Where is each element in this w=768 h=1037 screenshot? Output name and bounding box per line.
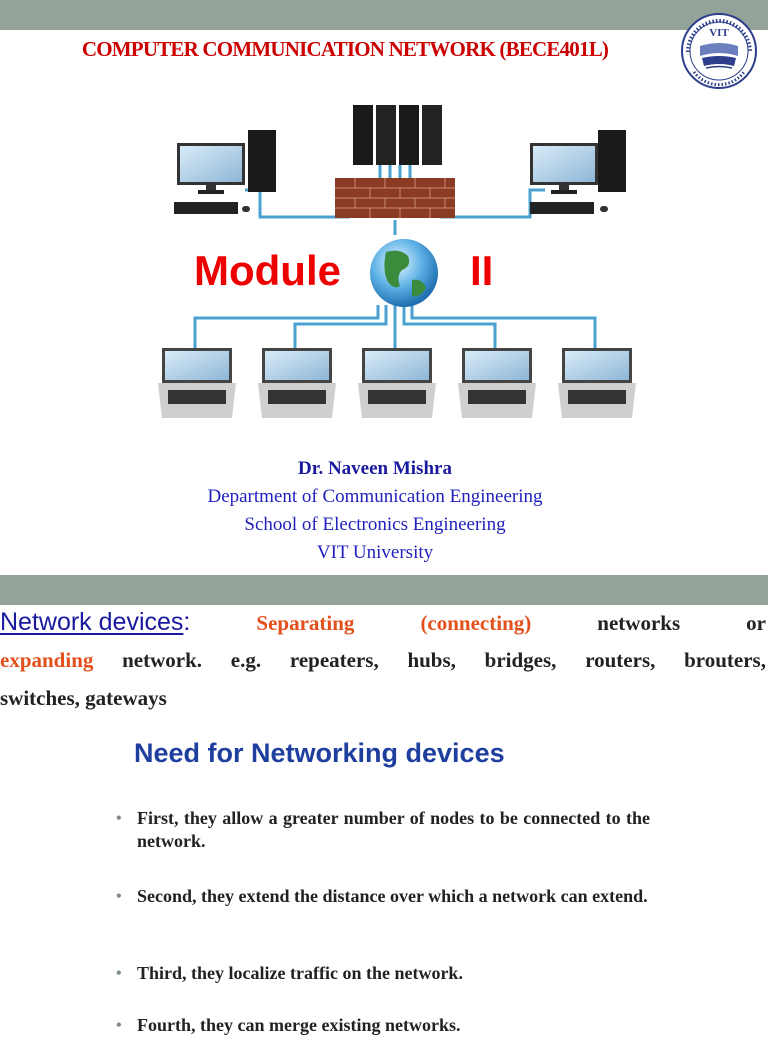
author-name: Dr. Naveen Mishra [298,458,452,479]
vit-university-seal: VIT [681,13,757,89]
svg-text:VIT: VIT [709,27,729,39]
firewall [335,178,455,218]
intro-word-routers: routers, [585,648,656,672]
intro-line-2: expanding network. e.g. repeaters, hubs,… [0,648,766,673]
intro-word-repeaters: repeaters, [289,648,379,672]
bullet-text: Second, they extend the distance over wh… [137,886,648,906]
globe-icon [370,239,438,307]
module-label: Module [194,247,341,294]
bullet-item: • First, they allow a greater number of n… [116,807,650,853]
bullet-text: First, they allow a greater number of no… [137,808,650,851]
intro-word-hubs: hubs, [407,648,456,672]
bullet-dot-icon: • [116,965,122,982]
bullet-dot-icon: • [116,1017,122,1034]
module-number: II [470,247,494,294]
intro-word-or: or [746,611,766,635]
laptop-5 [558,348,636,418]
desktop-right [530,130,626,214]
author-department: Department of Communication Engineering [207,486,543,507]
bullet-item: • Third, they localize traffic on the net… [116,962,650,985]
course-title: COMPUTER COMMUNICATION NETWORK (BECE401L… [81,37,609,61]
bullet-text: Third, they localize traffic on the netw… [137,963,463,983]
author-university: VIT University [316,542,434,563]
intro-word-bridges: bridges, [484,648,557,672]
bullet-dot-icon: • [116,888,122,905]
bullet-dot-icon: • [116,810,122,827]
intro-line-1: Network devices: Separating (connecting)… [0,608,766,637]
laptop-4 [458,348,536,418]
section-divider-band [0,575,768,605]
top-band [0,0,768,30]
need-heading: Need for Networking devices [134,738,505,768]
intro-word-eg: e.g. [230,648,262,672]
laptop-3 [358,348,436,418]
author-school: School of Electronics Engineering [244,514,506,535]
term-colon: : [183,608,191,636]
intro-word-separating: Separating [256,611,355,635]
bullet-item: • Second, they extend the distance over w… [116,885,650,908]
laptop-1 [158,348,236,418]
intro-word-expanding: expanding [0,648,94,672]
bullet-item: • Fourth, they can merge existing network… [116,1014,650,1037]
intro-line-3: switches, gateways [0,686,167,710]
intro-word-brouters: brouters, [684,648,766,672]
server-rack [353,105,442,165]
intro-word-connecting: (connecting) [420,611,532,635]
laptop-2 [258,348,336,418]
network-devices-term-group: Network devices: [0,608,190,637]
intro-word-networks: networks [597,611,681,635]
bullet-text: Fourth, they can merge existing networks… [137,1015,461,1035]
intro-word-network: network. [122,648,203,672]
network-devices-term: Network devices [0,608,184,636]
desktop-left [174,130,276,214]
network-diagram [158,105,636,418]
